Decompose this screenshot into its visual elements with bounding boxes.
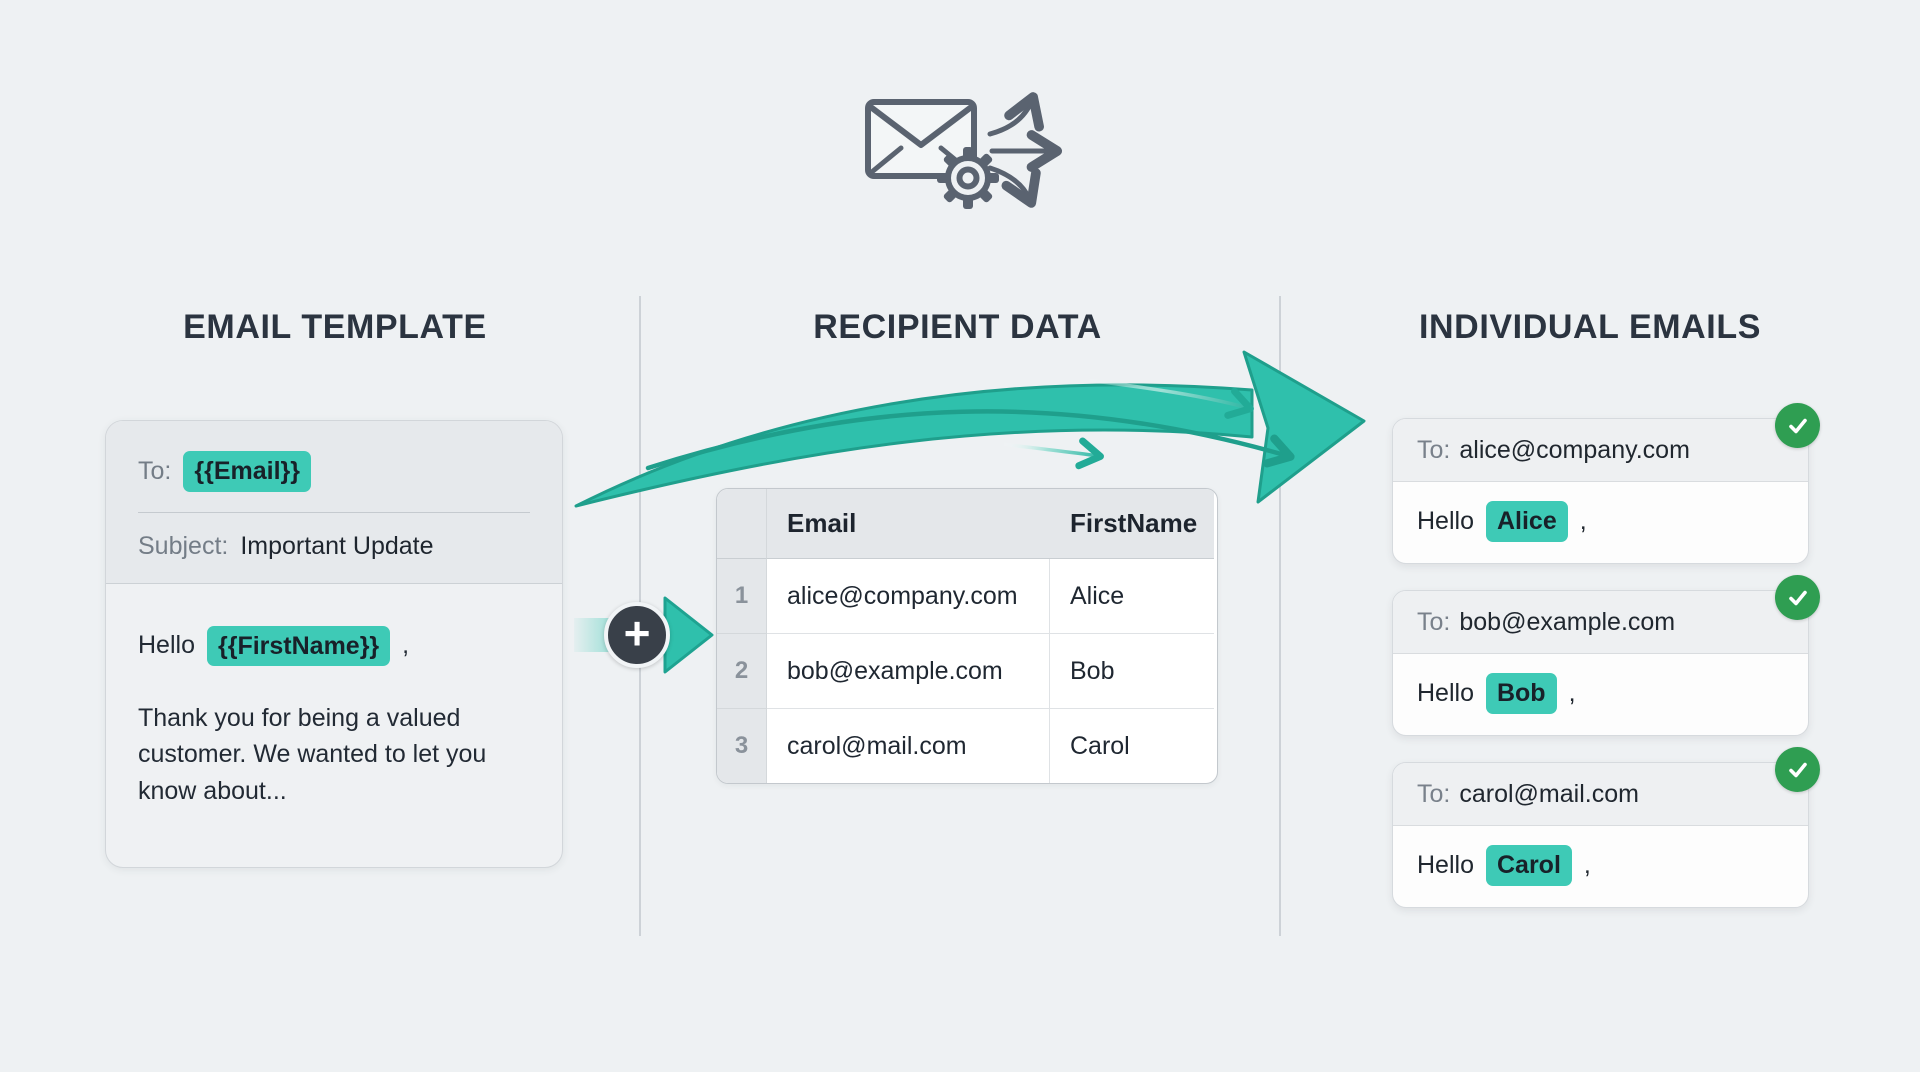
- success-check-badge: [1775, 403, 1820, 448]
- accent-arrow-middle: [1000, 437, 1104, 470]
- row-number: 1: [717, 559, 767, 634]
- merged-name-chip: Alice: [1485, 501, 1568, 542]
- email-address: alice@company.com: [1459, 435, 1690, 464]
- greeting-suffix: ,: [402, 631, 410, 660]
- email-card-body: Hello Carol ,: [1393, 826, 1808, 905]
- greeting-prefix: Hello: [138, 631, 195, 660]
- email-card-body: Hello Bob ,: [1393, 654, 1808, 733]
- template-body-text: Thank you for being a valued customer. W…: [138, 704, 487, 805]
- email-address: bob@example.com: [1459, 607, 1676, 636]
- email-card-body: Hello Alice ,: [1393, 482, 1808, 561]
- cell-email: carol@mail.com: [767, 709, 1050, 783]
- table-corner-cell: [717, 489, 767, 559]
- fan-out-arrows-icon: [987, 92, 1063, 208]
- column-heading-individual-emails: INDIVIDUAL EMAILS: [1418, 308, 1762, 346]
- email-card-header: To: carol@mail.com: [1393, 763, 1808, 826]
- subject-label: Subject:: [138, 531, 229, 560]
- gear-icon: [937, 147, 999, 209]
- to-label: To:: [1417, 435, 1451, 464]
- template-greeting: Hello {{FirstName}} ,: [138, 625, 530, 666]
- email-address: carol@mail.com: [1459, 779, 1639, 808]
- cell-firstname: Bob: [1050, 634, 1214, 709]
- cell-firstname: Carol: [1070, 731, 1130, 760]
- row-number: 3: [717, 709, 767, 783]
- template-subject-row: Subject: Important Update: [138, 532, 530, 561]
- check-icon: [1788, 762, 1807, 777]
- success-check-badge: [1775, 575, 1820, 620]
- table-header-email: Email: [767, 489, 1050, 559]
- check-icon: [1788, 590, 1807, 605]
- column-heading-recipient-data: RECIPIENT DATA: [813, 308, 1102, 346]
- to-label: To:: [1417, 779, 1451, 808]
- greeting-suffix: ,: [1579, 507, 1587, 535]
- cell-firstname: Alice: [1050, 559, 1214, 634]
- firstname-variable-chip: {{FirstName}}: [206, 625, 391, 666]
- email-card-header: To: alice@company.com: [1393, 419, 1808, 482]
- email-card-alice: To: alice@company.com Hello Alice ,: [1392, 403, 1820, 564]
- template-to-row: To: {{Email}}: [138, 451, 530, 492]
- merge-arrow-icon: [663, 596, 714, 674]
- greeting-prefix: Hello: [1417, 851, 1474, 879]
- template-card-body: Hello {{FirstName}} , Thank you for bein…: [106, 584, 562, 851]
- greeting-suffix: ,: [1583, 851, 1591, 879]
- template-header-divider: [138, 511, 530, 513]
- merged-name-chip: Carol: [1485, 845, 1572, 886]
- to-label: To:: [1417, 607, 1451, 636]
- row-number: 2: [717, 634, 767, 709]
- email-variable-chip: {{Email}}: [183, 451, 311, 492]
- column-divider: [1279, 296, 1281, 936]
- check-icon: [1788, 418, 1807, 433]
- email-card-header: To: bob@example.com: [1393, 591, 1808, 654]
- accent-arrow-top: [1084, 378, 1254, 419]
- greeting-suffix: ,: [1568, 679, 1576, 707]
- big-arrow-inner-line: [645, 409, 1295, 471]
- subject-value: Important Update: [240, 531, 434, 560]
- recipient-table: Email FirstName 1 alice@company.com Alic…: [716, 488, 1218, 784]
- merge-plus-badge: +: [604, 602, 670, 668]
- big-arrow-head: [1242, 350, 1366, 504]
- mail-merge-icon: [865, 92, 1063, 209]
- greeting-prefix: Hello: [1417, 679, 1474, 707]
- email-template-card: To: {{Email}} Subject: Important Update …: [105, 420, 563, 868]
- to-label: To:: [138, 456, 172, 485]
- merged-name-chip: Bob: [1485, 673, 1557, 714]
- cell-email: bob@example.com: [767, 634, 1050, 709]
- plus-icon: +: [623, 606, 651, 659]
- email-card-bob: To: bob@example.com Hello Bob ,: [1392, 575, 1820, 736]
- column-heading-email-template: EMAIL TEMPLATE: [183, 308, 487, 346]
- template-card-header: To: {{Email}} Subject: Important Update: [106, 421, 562, 584]
- table-header-firstname: FirstName: [1050, 489, 1214, 559]
- email-card-carol: To: carol@mail.com Hello Carol ,: [1392, 747, 1820, 908]
- success-check-badge: [1775, 747, 1820, 792]
- cell-email: alice@company.com: [767, 559, 1050, 634]
- greeting-prefix: Hello: [1417, 507, 1474, 535]
